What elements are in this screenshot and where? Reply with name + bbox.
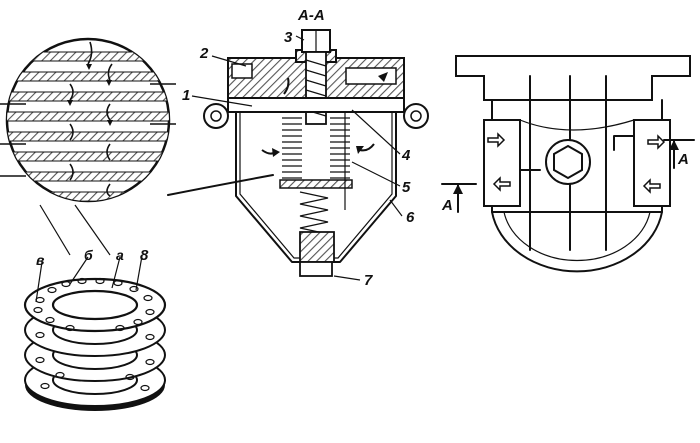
callout-6: 6 xyxy=(406,209,415,226)
callout-7: 7 xyxy=(364,272,373,289)
filter-ring-stack xyxy=(23,204,167,411)
callout-b: б xyxy=(84,247,93,263)
callout-8: 8 xyxy=(140,247,149,264)
section-mark-left: А xyxy=(441,197,453,214)
callout-5: 5 xyxy=(402,179,411,196)
section-title: А-А xyxy=(297,7,325,24)
filter-top-view xyxy=(441,55,695,273)
filter-cross-section xyxy=(191,29,429,281)
plate-stack-detail xyxy=(0,37,274,203)
callout-a: а xyxy=(116,247,124,263)
callout-3: 3 xyxy=(284,29,293,46)
callout-4: 4 xyxy=(401,147,411,164)
section-mark-right: А xyxy=(677,151,689,168)
callout-v: в xyxy=(36,252,45,268)
callout-1: 1 xyxy=(182,87,190,104)
callout-2: 2 xyxy=(199,45,209,62)
